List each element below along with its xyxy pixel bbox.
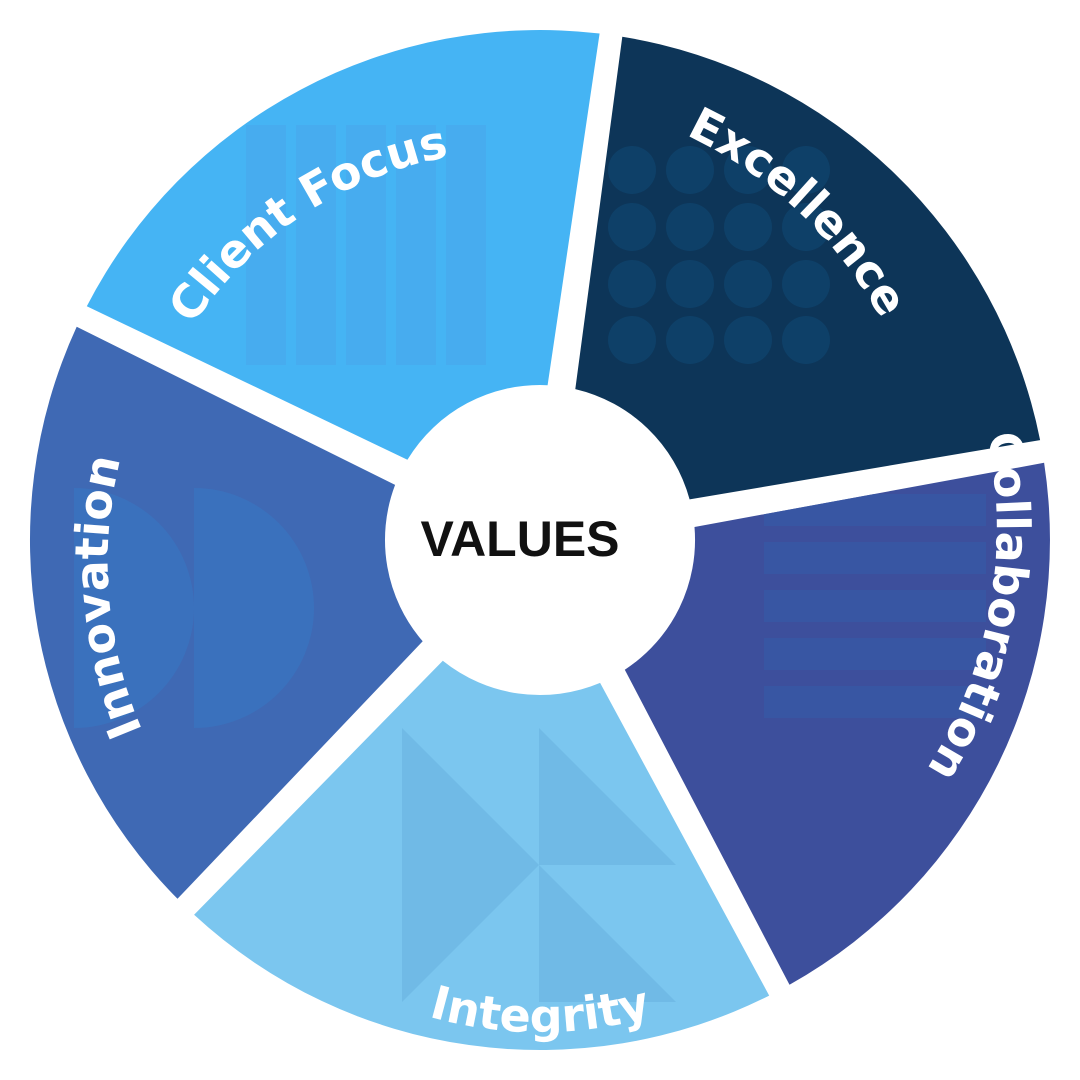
vertical-bars-pattern [246,125,486,365]
segment-client-focus-shape [86,30,600,460]
center-hub: VALUES [390,390,690,690]
dot-grid-pattern [608,146,830,364]
segment-integrity[interactable]: Integrity [194,660,770,1051]
center-label: VALUES [420,511,619,567]
segment-excellence[interactable]: Excellence [575,36,1041,500]
center-circle [390,390,690,690]
segment-collaboration[interactable]: Collaboration [624,428,1050,985]
segment-innovation[interactable]: Innovation [29,326,423,899]
horizontal-bars-pattern [764,494,986,718]
half-circles-pattern [74,488,314,728]
triangles-pattern [402,728,676,1002]
